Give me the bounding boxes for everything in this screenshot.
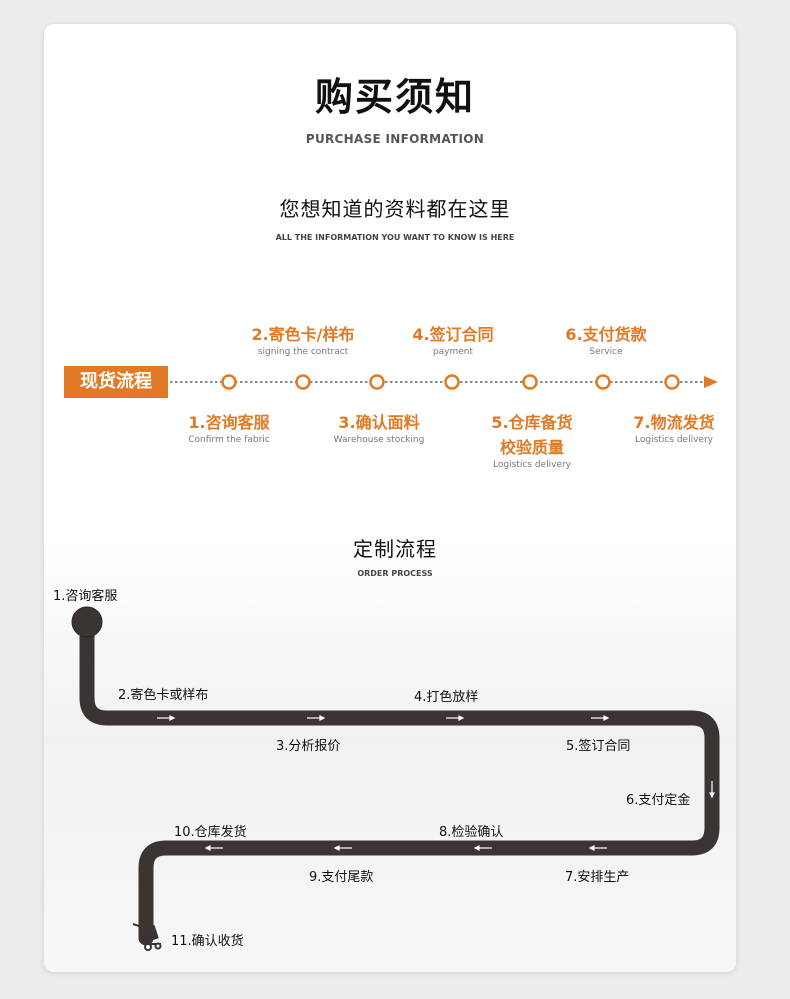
custom-step-6: 6.支付定金 — [626, 793, 691, 808]
hand-truck-icon — [132, 923, 162, 951]
custom-step-8: 8.检验确认 — [439, 825, 504, 840]
stock-step-1: 1.咨询客服 Confirm the fabric — [169, 409, 289, 445]
arrow-left-icon — [473, 845, 480, 851]
stock-step-label: 2.寄色卡/样布 — [251, 325, 355, 344]
page-title: 购买须知 — [314, 75, 475, 119]
timeline-node — [369, 374, 385, 390]
stock-step-7: 7.物流发货 Logistics delivery — [614, 409, 734, 445]
timeline-node — [295, 374, 311, 390]
timeline-node — [444, 374, 460, 390]
stock-step-label-en: Service — [589, 347, 623, 357]
custom-step-3: 3.分析报价 — [276, 739, 341, 754]
stock-step-label: 7.物流发货 — [633, 413, 715, 432]
stock-step-2: 2.寄色卡/样布 signing the contract — [223, 321, 383, 357]
arrow-right-icon — [603, 715, 610, 721]
card-background-fade — [44, 544, 736, 972]
arrow-right-icon — [319, 715, 326, 721]
stock-step-label: 1.咨询客服 — [188, 413, 270, 432]
stock-step-3: 3.确认面料 Warehouse stocking — [319, 409, 439, 445]
stock-step-label: 3.确认面料 — [338, 413, 420, 432]
timeline-node — [595, 374, 611, 390]
stock-step-label: 5.仓库备货 — [491, 413, 573, 432]
stock-step-label: 4.签订合同 — [412, 325, 494, 344]
custom-process-title-en: ORDER PROCESS — [357, 569, 433, 578]
stock-step-5: 5.仓库备货 校验质量 Logistics delivery — [472, 409, 592, 470]
arrow-right-icon — [169, 715, 176, 721]
timeline-node — [221, 374, 237, 390]
timeline-arrow-icon — [704, 376, 718, 388]
stock-step-label-en: signing the contract — [257, 347, 349, 357]
custom-step-2: 2.寄色卡或样布 — [118, 688, 209, 703]
stock-step-label-en: Warehouse stocking — [333, 435, 425, 445]
stock-step-label-en: Logistics delivery — [493, 460, 571, 470]
start-dot-icon — [71, 606, 103, 638]
arrow-right-icon — [458, 715, 465, 721]
custom-step-9: 9.支付尾款 — [309, 870, 374, 885]
page-title-en: PURCHASE INFORMATION — [305, 132, 485, 146]
stock-step-label-line2: 校验质量 — [499, 438, 564, 457]
stock-step-label-en: Confirm the fabric — [188, 435, 270, 445]
custom-step-5: 5.签订合同 — [566, 739, 631, 754]
stock-step-6: 6.支付货款 Service — [546, 321, 666, 357]
arrow-left-icon — [333, 845, 340, 851]
timeline-node — [522, 374, 538, 390]
stock-process-label: 现货流程 — [64, 366, 168, 398]
winding-path-line — [79, 615, 720, 946]
stock-step-label: 6.支付货款 — [565, 325, 647, 344]
section-subtitle: 您想知道的资料都在这里 — [279, 197, 511, 221]
custom-step-4: 4.打色放样 — [414, 690, 479, 705]
custom-step-7: 7.安排生产 — [565, 870, 630, 885]
custom-step-11: 11.确认收货 — [171, 934, 244, 949]
arrow-left-icon — [588, 845, 595, 851]
info-card — [44, 24, 736, 972]
stock-step-4: 4.签订合同 payment — [393, 321, 513, 357]
custom-step-10: 10.仓库发货 — [174, 825, 247, 840]
stock-step-label-en: payment — [432, 347, 474, 357]
timeline-node — [664, 374, 680, 390]
arrow-left-icon — [204, 845, 211, 851]
custom-process-title: 定制流程 — [353, 537, 437, 561]
section-subtitle-en: ALL THE INFORMATION YOU WANT TO KNOW IS … — [275, 233, 515, 242]
custom-step-1: 1.咨询客服 — [53, 589, 118, 604]
stock-step-label-en: Logistics delivery — [635, 435, 713, 445]
arrow-down-icon — [709, 792, 715, 799]
